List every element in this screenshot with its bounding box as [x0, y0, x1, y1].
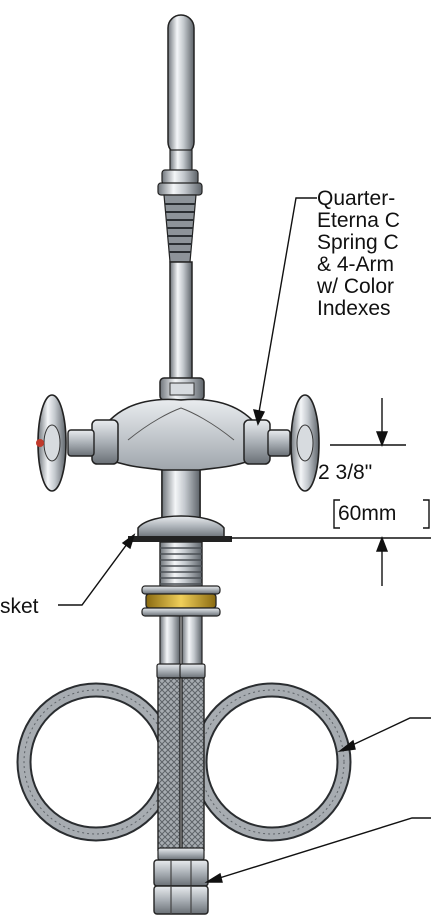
dimension-metric: 60mm: [338, 502, 397, 525]
callout-line: Spring C: [317, 231, 399, 254]
callout-line: w/ Color: [317, 275, 395, 298]
spring-check: [163, 194, 197, 263]
metric-bracket: [333, 499, 430, 529]
left-handle-4-arm: [36, 394, 67, 492]
hose-coupling-nuts: [153, 847, 209, 915]
spout: [157, 14, 203, 196]
threaded-shank: [159, 541, 203, 591]
callout-line: Quarter-: [317, 187, 396, 210]
callout-quarter-turn: Quarter- Eterna C Spring C & 4-Arm w/ Co…: [317, 188, 400, 320]
base-flange: [128, 515, 232, 542]
leader-lines: [58, 197, 431, 883]
body-top-nut: [159, 377, 205, 401]
callout-gasket: sket: [0, 595, 39, 618]
height-dimension: [230, 398, 431, 586]
gasket: [128, 536, 232, 542]
supply-tubes: [156, 615, 206, 679]
right-handle-4-arm: [290, 394, 320, 492]
callout-line: & 4-Arm: [317, 253, 395, 276]
hot-index-icon: [36, 439, 44, 447]
faucet-body: [109, 398, 253, 521]
braided-hoses: [16, 677, 352, 851]
riser-tube: [169, 261, 193, 393]
dimension-imperial: 2 3/8": [318, 461, 373, 484]
right-valve: [243, 419, 291, 465]
left-valve: [67, 419, 119, 465]
lock-nut: [141, 585, 221, 617]
callout-line: Eterna C: [317, 209, 400, 232]
callout-line: Indexes: [317, 297, 391, 320]
